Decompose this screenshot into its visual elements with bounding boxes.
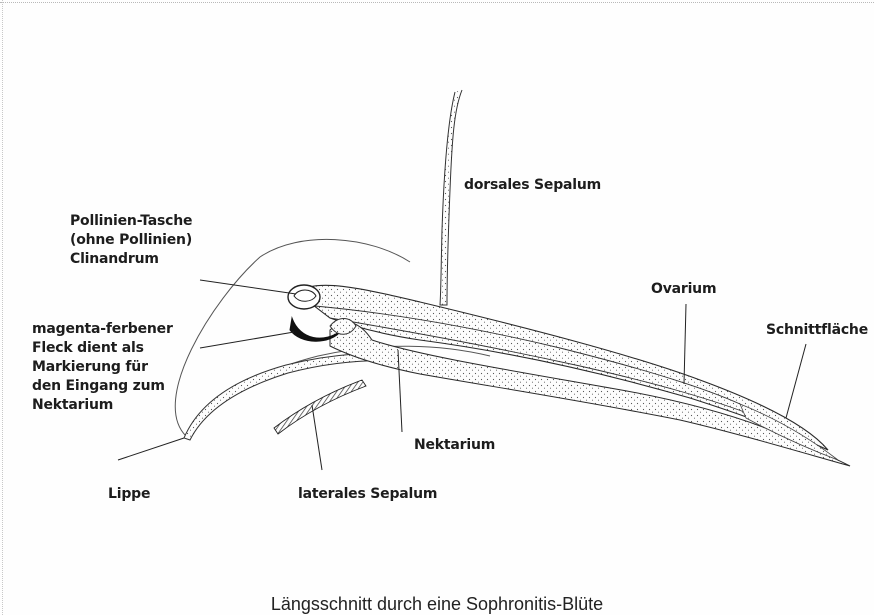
label-dorsal-sepal: dorsales Sepalum bbox=[464, 176, 601, 195]
anther-inner bbox=[294, 290, 316, 301]
dorsal-sepal bbox=[440, 90, 462, 305]
label-lip: Lippe bbox=[108, 485, 150, 504]
leader-ovary bbox=[684, 304, 686, 384]
diagram-caption: Längsschnitt durch eine Sophronitis-Blüt… bbox=[0, 594, 874, 615]
label-ovary: Ovarium bbox=[651, 280, 716, 299]
label-pollinia-pocket: Pollinien-Tasche (ohne Pollinien) Clinan… bbox=[70, 212, 192, 269]
label-cut-surface: Schnittfläche bbox=[766, 321, 868, 340]
label-nectary: Nektarium bbox=[414, 436, 495, 455]
leader-cut bbox=[786, 344, 806, 418]
label-lateral-sepal: laterales Sepalum bbox=[298, 485, 437, 504]
lateral-sepal bbox=[274, 380, 366, 434]
label-magenta-spot: magenta-ferbener Fleck dient als Markier… bbox=[32, 320, 173, 415]
leader-pollinia bbox=[200, 280, 296, 294]
leader-lip bbox=[118, 438, 184, 460]
nectary-body bbox=[330, 322, 850, 466]
leader-magenta bbox=[200, 332, 294, 348]
leader-lateral bbox=[312, 405, 322, 470]
